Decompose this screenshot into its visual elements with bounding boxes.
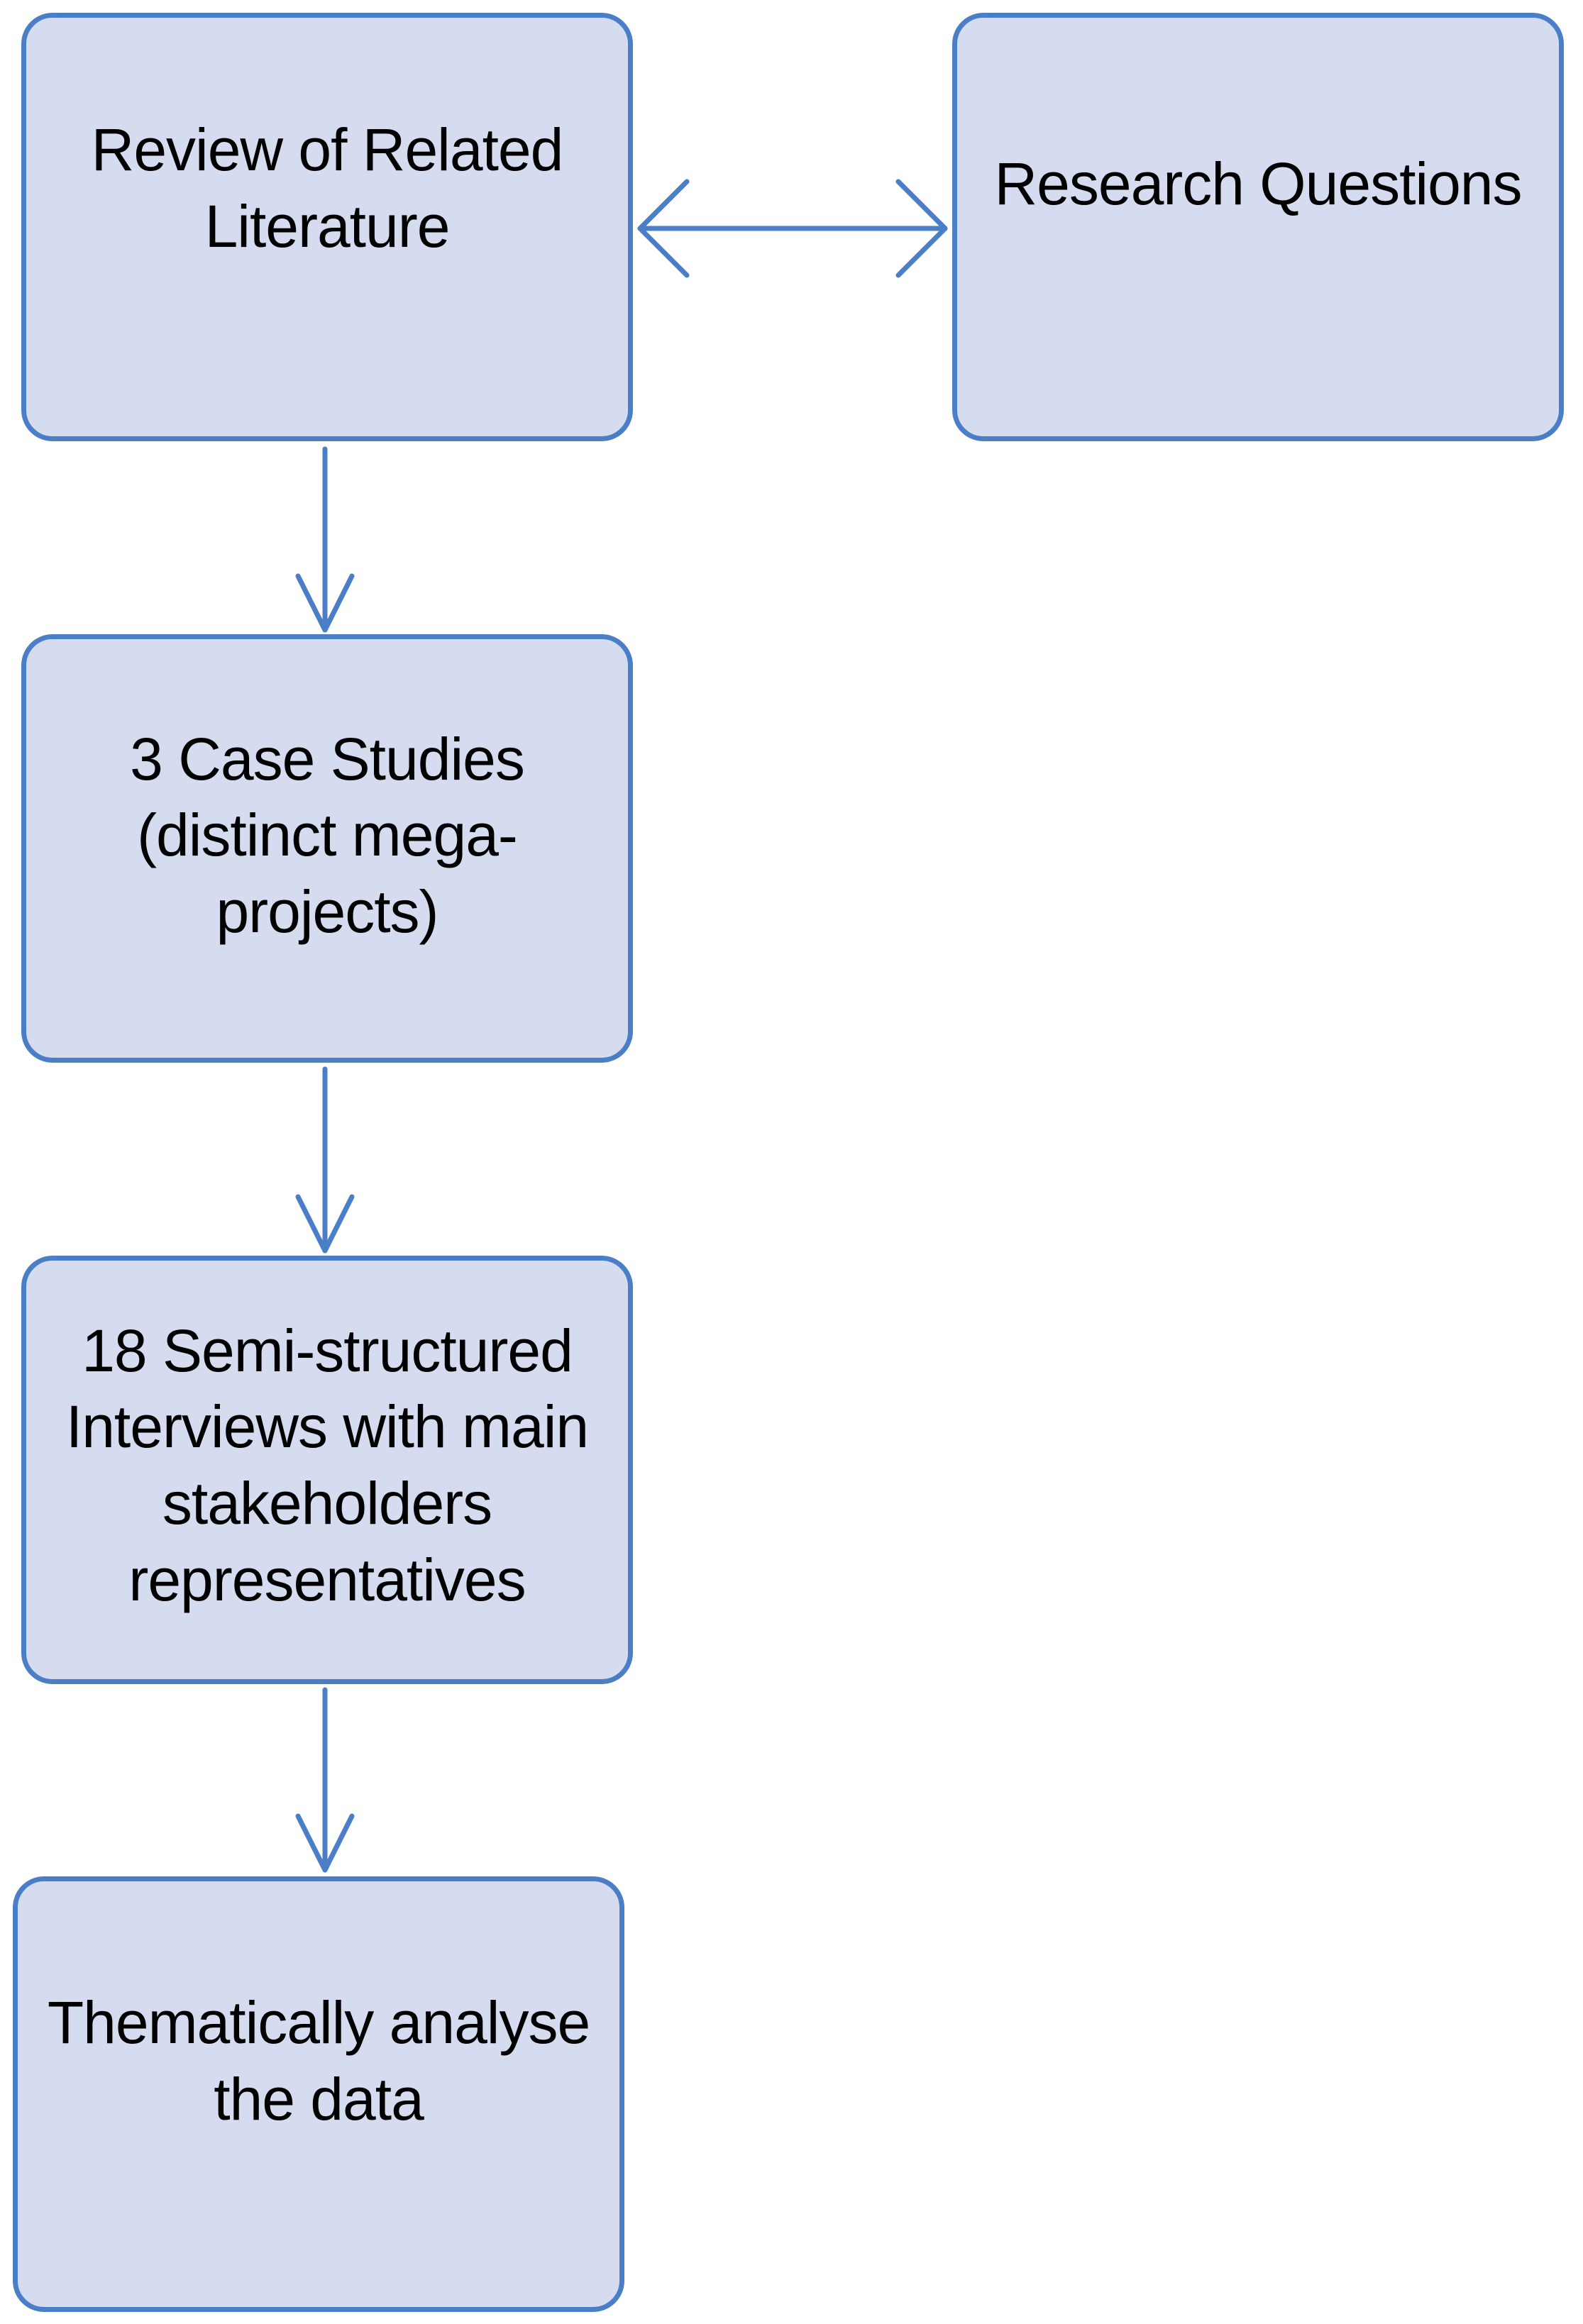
node-research-questions: Research Questions: [952, 13, 1564, 441]
node-label: 3 Case Studies (distinct mega- projects): [130, 725, 525, 945]
node-semi-structured-interviews: 18 Semi-structured Interviews with main …: [21, 1256, 633, 1684]
edge-literature-research-questions: [637, 179, 948, 278]
edge-literature-case-studies: [295, 446, 355, 633]
node-label: Thematically analyse the data: [47, 1989, 590, 2132]
node-review-of-related-literature: Review of Related Literature: [21, 13, 633, 441]
node-thematically-analyse: Thematically analyse the data: [13, 1876, 624, 2312]
node-label: Research Questions: [994, 150, 1522, 218]
node-label: 18 Semi-structured Interviews with main …: [65, 1317, 589, 1613]
node-case-studies: 3 Case Studies (distinct mega- projects): [21, 634, 633, 1063]
edge-case-studies-interviews: [295, 1066, 355, 1254]
node-label: Review of Related Literature: [91, 116, 564, 260]
edge-interviews-thematic: [295, 1687, 355, 1873]
